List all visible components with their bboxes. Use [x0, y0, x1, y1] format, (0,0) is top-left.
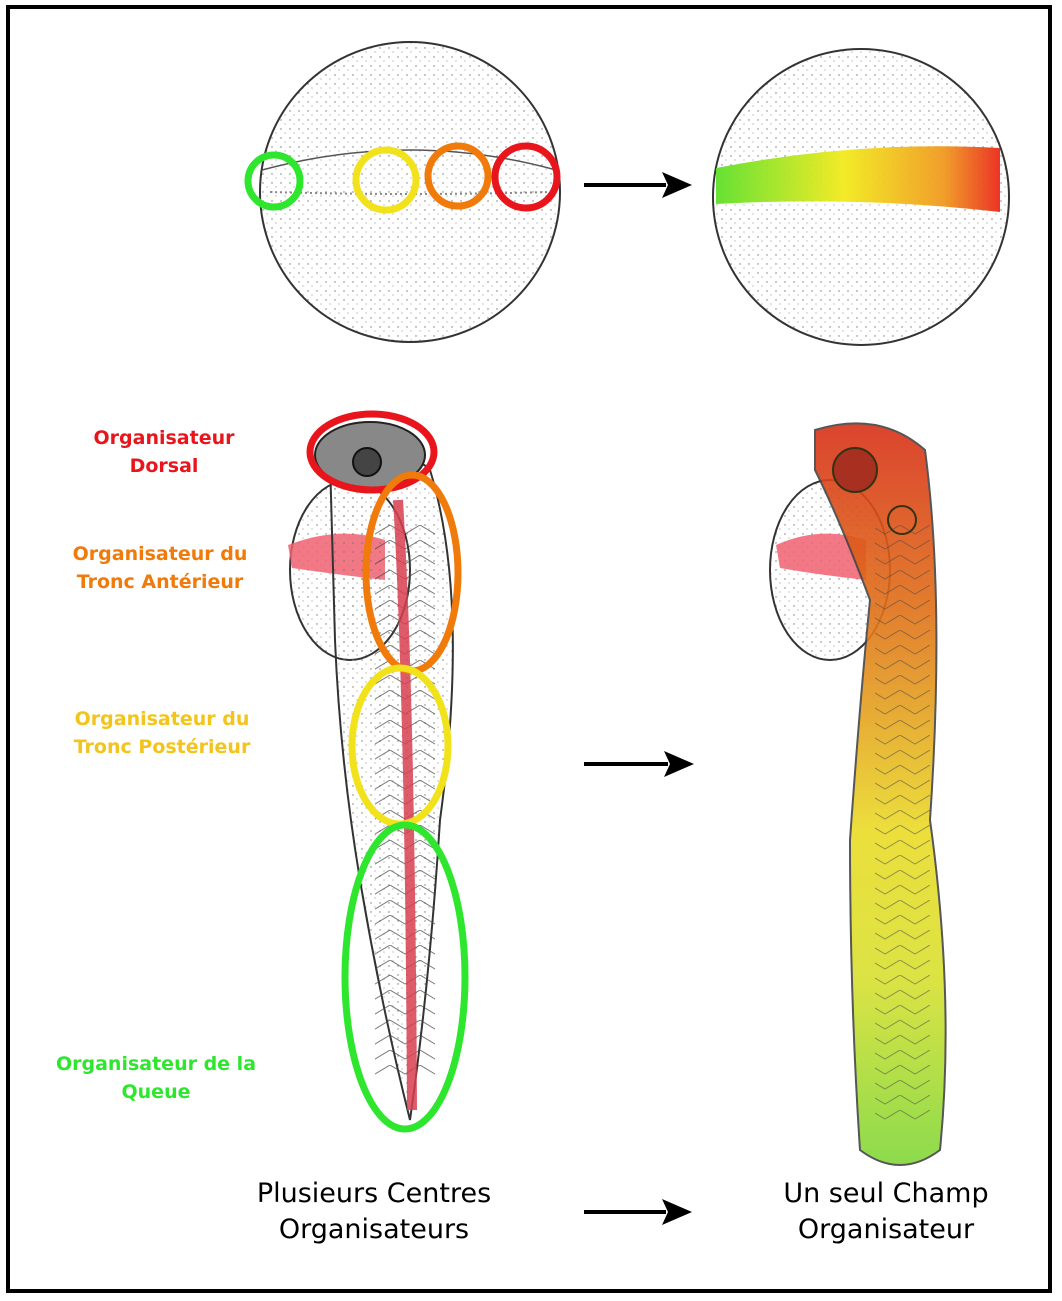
label-anterior-line1: Organisateur du	[30, 540, 290, 568]
label-dorsal-line2: Dorsal	[34, 452, 294, 480]
label-dorsal-line1: Organisateur	[34, 424, 294, 452]
label-dorsal-organizer: Organisateur Dorsal	[34, 424, 294, 480]
caption-right-line1: Un seul Champ	[726, 1176, 1046, 1212]
label-posterior-trunk-organizer: Organisateur du Tronc Postérieur	[32, 705, 292, 761]
label-posterior-line1: Organisateur du	[32, 705, 292, 733]
arrow-bottom	[584, 1199, 692, 1225]
egg-right	[713, 49, 1009, 345]
caption-right-line2: Organisateur	[726, 1212, 1046, 1248]
caption-right: Un seul Champ Organisateur	[726, 1176, 1046, 1248]
label-tail-line1: Organisateur de la	[26, 1050, 286, 1078]
arrow-top	[584, 172, 692, 198]
caption-left-line1: Plusieurs Centres	[214, 1176, 534, 1212]
label-anterior-trunk-organizer: Organisateur du Tronc Antérieur	[30, 540, 290, 596]
label-tail-line2: Queue	[26, 1078, 286, 1106]
caption-left-line2: Organisateurs	[214, 1212, 534, 1248]
label-anterior-line2: Tronc Antérieur	[30, 568, 290, 596]
label-posterior-line2: Tronc Postérieur	[32, 733, 292, 761]
arrow-middle	[584, 751, 694, 777]
larva-right	[770, 423, 946, 1165]
caption-left: Plusieurs Centres Organisateurs	[214, 1176, 534, 1248]
label-tail-organizer: Organisateur de la Queue	[26, 1050, 286, 1106]
